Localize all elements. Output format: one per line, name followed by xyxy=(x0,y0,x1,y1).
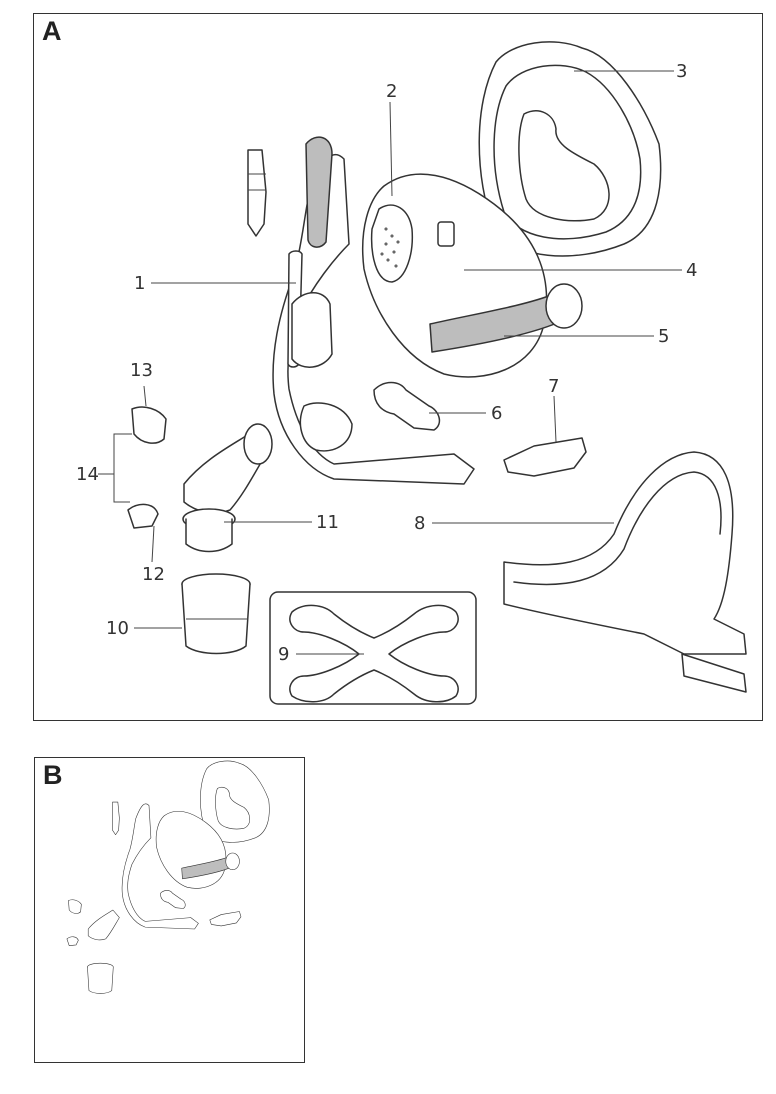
callout-5: 5 xyxy=(658,326,669,347)
callout-7: 7 xyxy=(548,376,559,397)
exploded-view-panel-a: A xyxy=(33,13,763,721)
callout-14: 14 xyxy=(76,464,99,485)
exploded-drawing-b xyxy=(35,758,306,1064)
elbow-cap-part xyxy=(132,407,166,443)
callout-8: 8 xyxy=(414,513,425,534)
callout-2: 2 xyxy=(386,81,397,102)
callout-9: 9 xyxy=(278,644,289,665)
callout-4: 4 xyxy=(686,260,697,281)
callout-12: 12 xyxy=(142,564,165,585)
callout-1: 1 xyxy=(134,273,145,294)
exploded-drawing-a: 1 2 3 4 5 6 7 8 9 10 11 12 13 14 xyxy=(34,14,764,722)
vent-part xyxy=(128,504,158,528)
assembled-view-panel-b: B xyxy=(34,757,305,1063)
callout-13: 13 xyxy=(130,360,153,381)
callout-3: 3 xyxy=(676,61,687,82)
elbow-part xyxy=(183,424,272,552)
headgear-clip-part xyxy=(248,150,266,236)
swivel-clip-part xyxy=(374,383,439,431)
callout-11: 11 xyxy=(316,512,339,533)
callout-6: 6 xyxy=(491,403,502,424)
headgear-buckle-part xyxy=(504,438,586,476)
callout-10: 10 xyxy=(106,618,129,639)
swivel-part xyxy=(182,574,250,654)
headgear-part xyxy=(504,452,746,692)
